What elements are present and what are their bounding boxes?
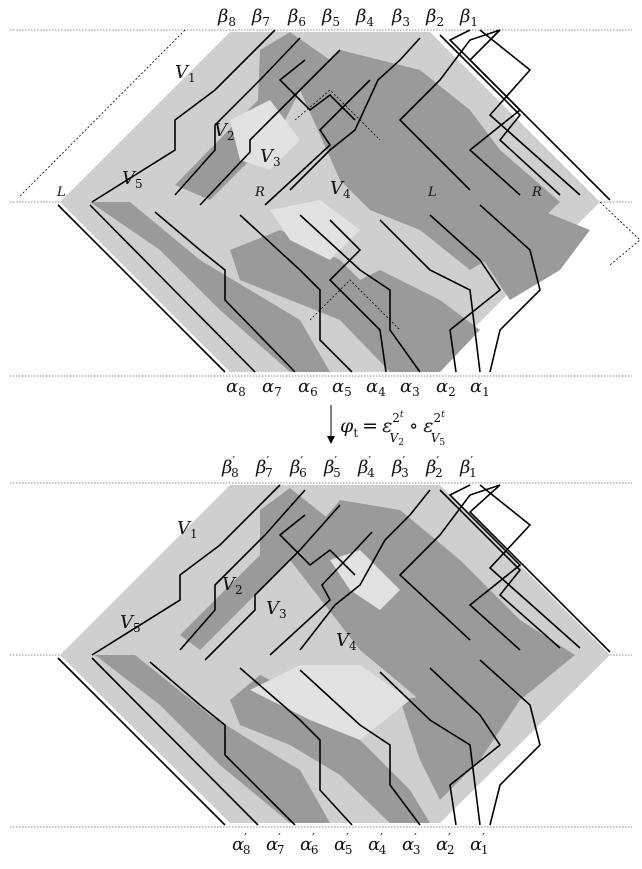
bottom-region-v2: V2 — [222, 574, 243, 597]
bottom-alpha-2: α′2 — [436, 831, 455, 857]
bottom-alpha-8: α′8 — [232, 831, 251, 857]
bottom-beta-3: β′3 — [391, 454, 409, 480]
top-dotted-boundary — [19, 29, 641, 331]
bottom-beta-6: β′6 — [289, 454, 307, 480]
bottom-overlay-light — [250, 550, 410, 740]
bottom-strands — [57, 484, 611, 826]
top-alpha-7: α7 — [262, 376, 282, 399]
top-region-v2: V2 — [214, 120, 235, 143]
top-beta-6: β6 — [287, 6, 306, 29]
top-alpha-8: α8 — [226, 376, 246, 399]
top-alpha-6: α6 — [298, 376, 318, 399]
bottom-alpha-6: α′6 — [300, 831, 319, 857]
bottom-beta-labels: β′8 β′7 β′6 β′5 β′4 β′3 β′2 β′1 — [221, 454, 477, 480]
top-label-l-right: L — [427, 185, 437, 200]
bottom-diagram: β′8 β′7 β′6 β′5 β′4 β′3 β′2 β′1 V1 V2 V3… — [10, 454, 632, 857]
bottom-beta-2: β′2 — [425, 454, 443, 480]
top-beta-8: β8 — [217, 6, 236, 29]
top-beta-4: β4 — [355, 6, 374, 29]
bottom-alpha-labels: α′8 α′7 α′6 α′5 α′4 α′3 α′2 α′1 — [232, 831, 489, 857]
top-alpha-2: α2 — [436, 376, 456, 399]
top-overlay-light — [230, 100, 360, 260]
top-region-labels: V1 V2 V3 V4 V5 — [122, 62, 351, 201]
top-beta-1: β1 — [459, 6, 478, 29]
top-region-v4: V4 — [330, 178, 351, 201]
bottom-region-v1: V1 — [177, 518, 198, 541]
top-diagram: β8 β7 β6 β5 β4 β3 β2 β1 V1 V2 V3 V4 V5 L… — [10, 6, 641, 399]
top-beta-labels: β8 β7 β6 β5 β4 β3 β2 β1 — [217, 6, 478, 29]
bottom-beta-8: β′8 — [221, 454, 239, 480]
top-strands — [57, 29, 611, 373]
map-arrow-head — [327, 436, 335, 444]
top-region-v3: V3 — [260, 146, 281, 169]
bottom-beta-7: β′7 — [255, 454, 273, 480]
top-lr-labels: L R L R — [56, 185, 542, 200]
bottom-beta-5: β′5 — [323, 454, 341, 480]
top-label-l-left: L — [56, 185, 66, 200]
top-beta-7: β7 — [251, 6, 270, 29]
bottom-region-labels: V1 V2 V3 V4 V5 — [120, 518, 357, 653]
top-dark-regions — [90, 32, 590, 372]
bottom-region-v5: V5 — [120, 612, 141, 635]
top-beta-2: β2 — [425, 6, 444, 29]
bottom-region-v4: V4 — [336, 630, 357, 653]
top-region-v5: V5 — [122, 168, 143, 191]
top-beta-3: β3 — [391, 6, 410, 29]
bottom-alpha-5: α′5 — [334, 831, 353, 857]
top-alpha-4: α4 — [366, 376, 386, 399]
top-beta-5: β5 — [321, 6, 340, 29]
top-alpha-5: α5 — [332, 376, 352, 399]
bottom-alpha-4: α′4 — [368, 831, 387, 857]
top-alpha-labels: α8 α7 α6 α5 α4 α3 α2 α1 — [226, 376, 490, 399]
top-alpha-1: α1 — [470, 376, 490, 399]
top-alpha-3: α3 — [400, 376, 420, 399]
bottom-alpha-7: α′7 — [266, 831, 285, 857]
bottom-alpha-3: α′3 — [402, 831, 421, 857]
top-label-r-right: R — [531, 185, 542, 200]
top-label-r-left: R — [254, 185, 265, 200]
bottom-beta-4: β′4 — [357, 454, 375, 480]
bottom-beta-1: β′1 — [459, 454, 477, 480]
bottom-region-v3: V3 — [266, 598, 287, 621]
top-region-v1: V1 — [175, 62, 196, 85]
bottom-alpha-1: α′1 — [470, 831, 489, 857]
